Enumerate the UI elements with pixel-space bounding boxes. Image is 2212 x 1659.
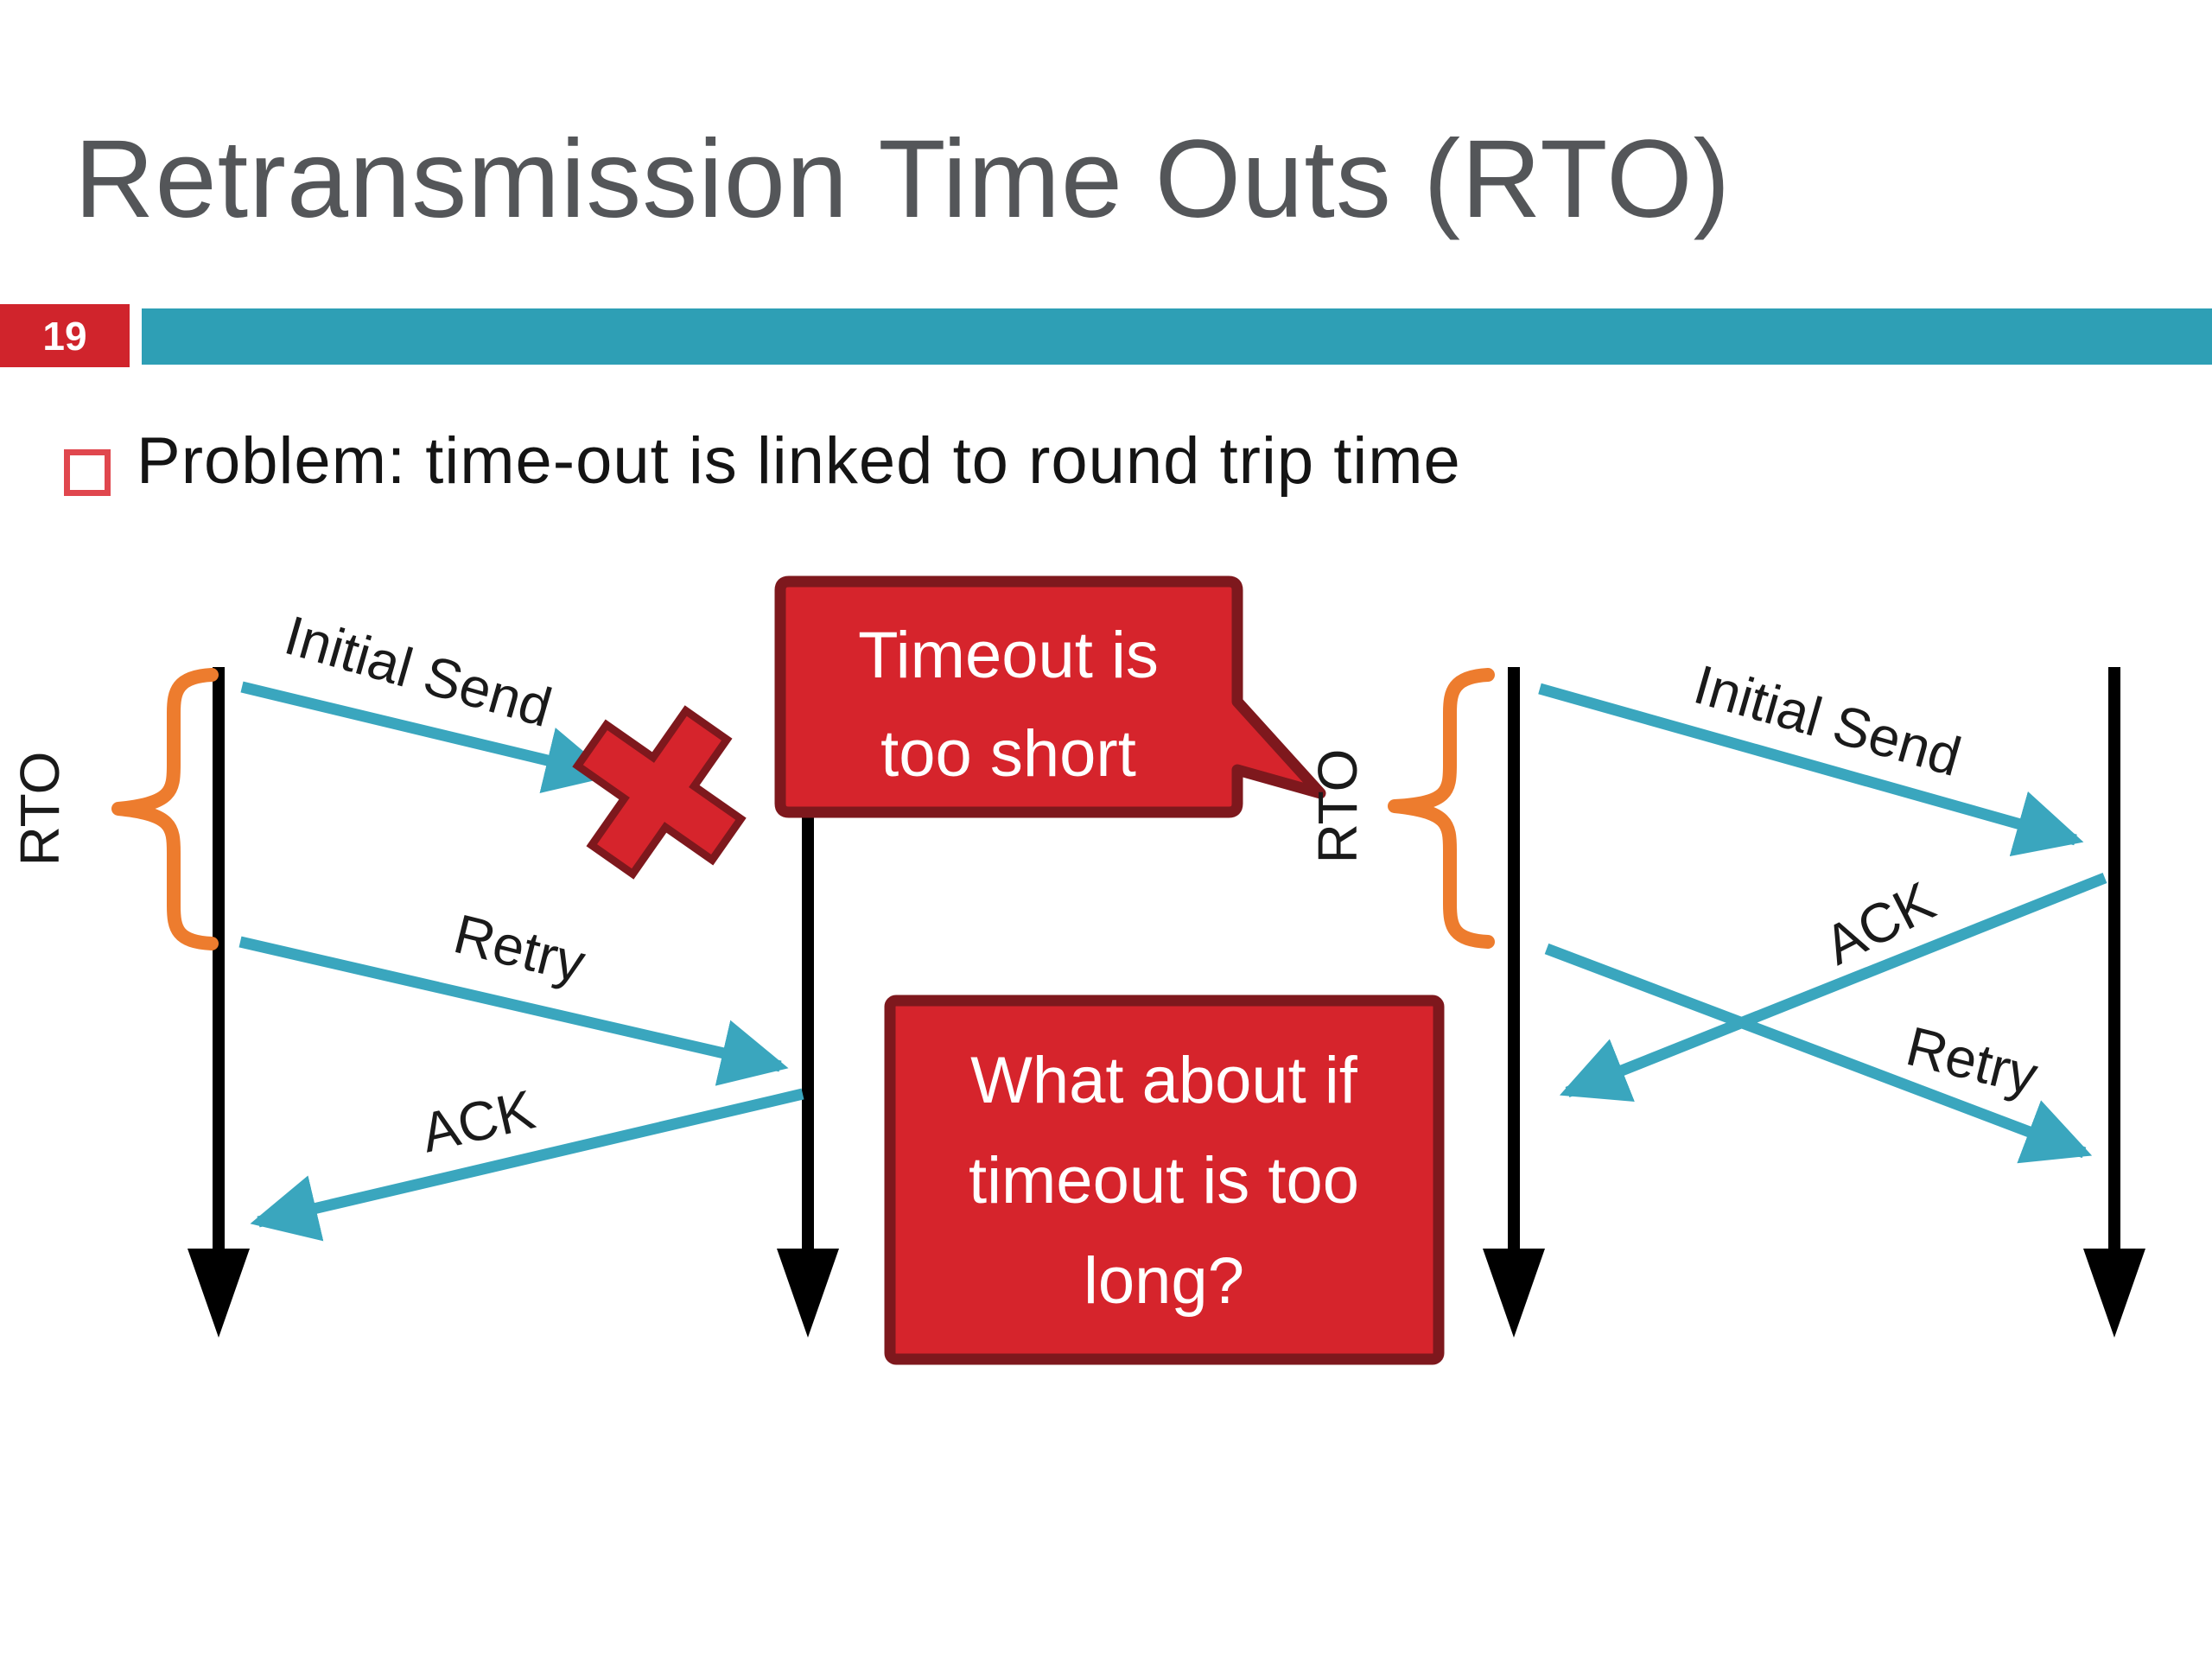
rto-brace-left [111,668,219,950]
timeline-arrowhead-icon [1483,1249,1545,1338]
timeline-arrowhead-icon [777,1249,839,1338]
problem-statement: Problem: time-out is linked to round tri… [137,424,1461,498]
question-box-line2: timeout is too [969,1144,1359,1217]
initial-send-label-left: Initial Send [278,604,558,739]
ack-label-left: ACK [416,1078,540,1165]
timeline-arrowhead-icon [188,1249,250,1338]
arrow-ack-left [250,1088,804,1242]
page-number: 19 [42,313,87,359]
arrow-initial-send-right [1538,683,2084,856]
rto-label-left: RTO [9,752,71,867]
packet-loss-x-icon [572,705,747,880]
speech-bubble [774,575,1326,818]
bubble-text-line1: Timeout is [858,619,1159,692]
page-number-badge: 19 [0,304,130,367]
timeline-arrowheads [188,1249,2145,1338]
arrow-ack-right [1559,872,2107,1102]
question-box-line1: What about if [970,1044,1358,1117]
accent-bar [142,308,2212,365]
ack-label-right: ACK [1815,869,1944,976]
bubble-text-line2: too short [880,717,1136,791]
question-box [884,995,1445,1365]
arrow-retry-left [238,936,789,1086]
timeline-arrowhead-icon [2083,1249,2145,1338]
arrow-retry-right [1544,943,2093,1164]
arrow-initial-send-left [240,681,613,793]
page-title: Retransmission Time Outs (RTO) [74,118,1732,241]
retry-label-left: Retry [448,902,591,995]
rto-label-right: RTO [1306,749,1369,864]
rto-brace-right [1388,668,1495,949]
bullet-marker-icon [64,449,111,496]
question-box-line3: long? [1084,1244,1244,1318]
timelines [213,667,2120,1253]
